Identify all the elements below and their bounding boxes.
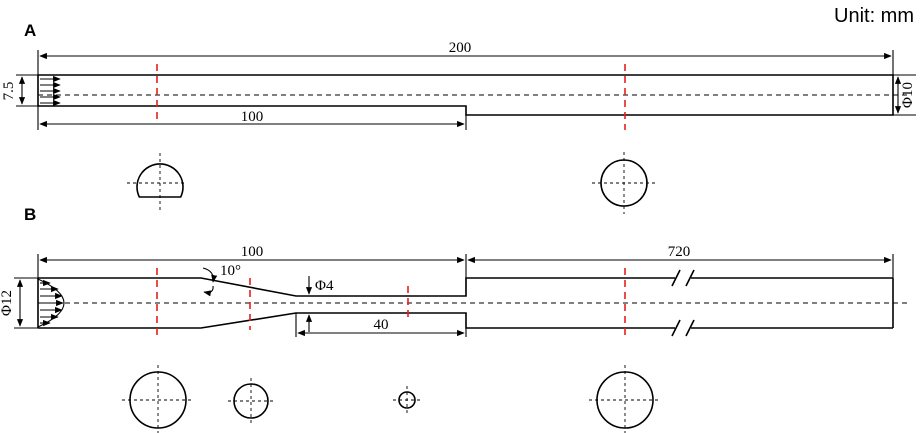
- panel-b-dim-inlet-text: Φ12: [0, 290, 15, 316]
- panel-a-dim-diameter-text: Φ10: [900, 82, 916, 108]
- panel-a-dim-total-text: 200: [449, 40, 472, 56]
- panel-a-dimension-diameter: Φ10: [893, 74, 916, 116]
- panel-a-inlet-arrows: [40, 75, 61, 107]
- panel-b-inlet-arrows: [40, 279, 64, 327]
- panel-b-break-gap-top: [675, 270, 691, 286]
- panel-b-lower-wall: [38, 312, 893, 329]
- panel-b-cross-section-2: [228, 378, 274, 424]
- panel-b-dim-throat-text: Φ4: [315, 278, 334, 294]
- panel-b-dim-left-text: 100: [241, 244, 264, 260]
- panel-b-break-gap-bottom: [675, 320, 691, 336]
- panel-b-label: B: [24, 205, 36, 224]
- panel-b-dimension-throat-length: 40: [295, 313, 467, 337]
- panel-b-dimension-right: 720: [467, 244, 894, 278]
- panel-b-cross-section-4: [589, 365, 661, 433]
- panel-b-upper-wall: [38, 277, 893, 297]
- panel-b-dim-right-text: 720: [668, 244, 691, 260]
- panel-b-geometry: [37, 268, 910, 338]
- panel-b-dimension-inlet: Φ12: [0, 277, 38, 329]
- panel-a-dimension-total: 200: [37, 40, 894, 75]
- panel-a-geometry: [37, 64, 910, 130]
- panel-b-dimension-angle: 10°: [202, 263, 241, 297]
- panel-b-break-marks: [671, 269, 695, 337]
- panel-a-cross-section-1: [127, 153, 187, 210]
- panel-b-cross-section-1: [122, 365, 194, 433]
- panel-a-label: A: [24, 21, 36, 40]
- panel-a-dimension-inlet: 7.5: [1, 74, 38, 107]
- unit-label: Unit: mm: [834, 5, 914, 27]
- panel-b-cross-section-3: [393, 386, 421, 414]
- panel-a-dim-inlet-text: 7.5: [1, 82, 17, 101]
- panel-b-dim-throat-length-text: 40: [374, 317, 389, 333]
- panel-b-dimension-throat: Φ4: [305, 276, 334, 332]
- panel-a-dim-half-text: 100: [241, 109, 264, 125]
- panel-b-dim-angle-text: 10°: [220, 263, 241, 279]
- panel-a-cross-section-2: [592, 152, 656, 214]
- panel-a-dimension-half: 100: [37, 106, 467, 130]
- panel-b-dimension-left: 100: [37, 244, 467, 296]
